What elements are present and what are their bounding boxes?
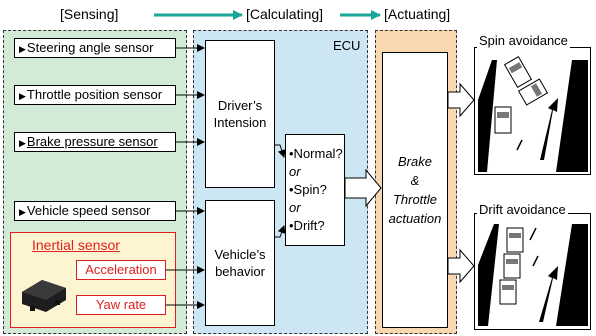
spin-road-drawing (478, 57, 588, 172)
arrow-to-spin (448, 84, 474, 116)
arrow-intension-decision (275, 145, 284, 157)
inertial-sensor-device-icon (22, 280, 66, 312)
arrow-behavior-decision (275, 226, 284, 237)
arrow-to-drift (448, 250, 474, 282)
arrow-decision-actuation (345, 170, 381, 206)
drift-road-drawing (478, 224, 588, 326)
